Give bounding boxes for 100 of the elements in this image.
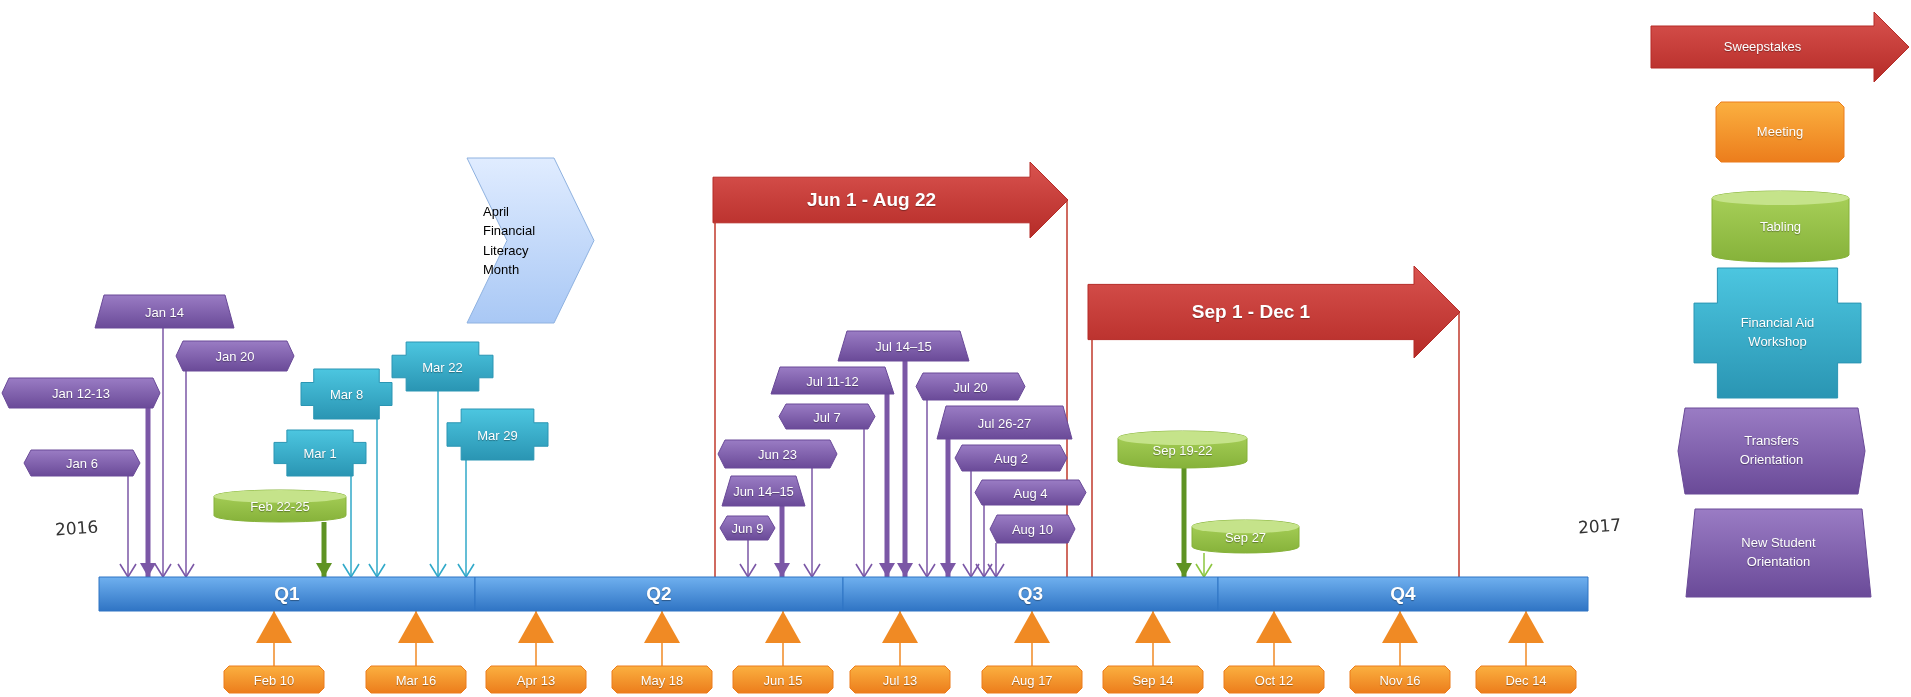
- meeting-tag: [982, 666, 1082, 693]
- sweepstakes-arrow: [1088, 266, 1460, 358]
- date-text: Apr 13: [516, 672, 556, 687]
- event-trapezoid: [771, 367, 894, 394]
- meeting-pointer: [1382, 610, 1418, 667]
- date-text: Aug 10: [1011, 521, 1054, 537]
- year-label: 2017: [1577, 514, 1622, 538]
- date-range-text: Sep 1 - Dec 1: [1191, 301, 1311, 323]
- quarter-text: Q2: [646, 583, 672, 605]
- legend-text: Sweepstakes: [1722, 37, 1803, 56]
- date-text: Jun 9: [731, 520, 764, 536]
- year-label: 2016: [54, 516, 99, 540]
- month-chevron: [467, 158, 594, 323]
- arrow: [154, 327, 172, 578]
- quarter-text: Q4: [1390, 583, 1416, 605]
- date-text: Sep 19-22: [1152, 442, 1213, 457]
- arrow: [897, 361, 913, 577]
- timeline-bar-segment: [99, 577, 475, 611]
- meeting-tag: [1476, 666, 1576, 693]
- arrow: [1195, 552, 1213, 578]
- date-text: Mar 29: [477, 427, 518, 442]
- quarter-text: Q1: [274, 583, 300, 605]
- date-text: Jun 23: [758, 446, 797, 462]
- legend-text: Financial Aid Workshop: [1739, 314, 1816, 351]
- meeting-tag: [733, 666, 833, 693]
- date-range-text: Jun 1 - Aug 22: [806, 189, 937, 211]
- date-text: Jul 13: [882, 672, 918, 687]
- date-text: Mar 8: [329, 386, 364, 402]
- arrow: [879, 394, 895, 577]
- legend-text: New Student Orientation: [1740, 534, 1817, 571]
- event-trapezoid: [838, 331, 969, 361]
- arrow: [918, 399, 936, 578]
- date-text: Jul 7: [813, 409, 841, 424]
- arrow: [140, 408, 156, 577]
- date-text: Jan 6: [66, 455, 98, 471]
- date-text: Jul 20: [953, 379, 988, 394]
- meeting-tag: [1103, 666, 1203, 693]
- arrow: [975, 504, 993, 578]
- event-trapezoid: [95, 295, 234, 328]
- meeting-tag: [1350, 666, 1450, 693]
- date-text: Mar 22: [422, 359, 463, 374]
- date-text: Jan 14: [145, 304, 184, 319]
- meeting-tag: [1224, 666, 1324, 693]
- date-text: Oct 12: [1254, 672, 1294, 687]
- date-text: Nov 16: [1379, 672, 1421, 687]
- meeting-pointer: [882, 610, 918, 667]
- meeting-pointer: [256, 610, 292, 667]
- workshop-cross: [301, 369, 392, 419]
- date-text: Jan 12-13: [52, 385, 110, 401]
- event-hexagon: [720, 516, 775, 540]
- event-hexagon: [2, 378, 160, 408]
- meeting-pointer: [398, 610, 434, 667]
- arrow: [940, 439, 956, 577]
- meeting-pointer: [765, 610, 801, 667]
- connector-line: [1458, 311, 1460, 578]
- date-text: Jun 15: [763, 672, 803, 687]
- arrow: [177, 370, 195, 578]
- meeting-pointer: [1508, 610, 1544, 667]
- event-hexagon: [916, 373, 1025, 400]
- timeline-bar-segment: [843, 577, 1218, 611]
- connector-line: [1091, 339, 1093, 578]
- date-text: Sep 14: [1132, 672, 1174, 687]
- month-text: April Financial Literacy Month: [483, 202, 537, 279]
- event-hexagon: [779, 404, 875, 429]
- sweepstakes-arrow: [713, 162, 1068, 238]
- meeting-pointer: [1256, 610, 1292, 667]
- arrow: [119, 475, 137, 578]
- meeting-pointer: [644, 610, 680, 667]
- date-text: Aug 2: [994, 450, 1028, 466]
- arrow: [1176, 468, 1192, 577]
- connector-line: [714, 222, 716, 578]
- tabling-cylinder: [1118, 431, 1247, 468]
- date-text: Mar 16: [395, 672, 437, 687]
- arrow: [855, 428, 873, 578]
- arrow: [962, 470, 980, 578]
- arrow: [342, 475, 360, 578]
- legend-text: Transfers Orientation: [1738, 432, 1805, 469]
- date-text: Sep 27: [1224, 529, 1267, 544]
- meeting-pointer: [1014, 610, 1050, 667]
- legend-text: Tabling: [1758, 217, 1803, 236]
- date-text: Jul 11-12: [806, 373, 859, 388]
- event-hexagon: [975, 480, 1086, 505]
- meeting-tag: [486, 666, 586, 693]
- arrow: [739, 539, 757, 578]
- event-hexagon: [955, 445, 1067, 471]
- workshop-cross: [274, 430, 366, 476]
- workshop-cross: [447, 409, 548, 460]
- date-text: Jul 14–15: [875, 338, 932, 354]
- quarter-text: Q3: [1017, 583, 1044, 605]
- arrow: [429, 390, 447, 578]
- meeting-pointer: [1135, 610, 1171, 667]
- date-text: Dec 14: [1505, 672, 1547, 687]
- date-text: Mar 1: [303, 445, 337, 461]
- event-hexagon: [990, 515, 1075, 543]
- meeting-pointer: [518, 610, 554, 667]
- tabling-cylinder: [214, 490, 346, 522]
- event-trapezoid: [722, 476, 805, 506]
- date-text: Jun 14–15: [733, 483, 794, 499]
- timeline-bar-segment: [1218, 577, 1588, 611]
- meeting-tag: [366, 666, 466, 693]
